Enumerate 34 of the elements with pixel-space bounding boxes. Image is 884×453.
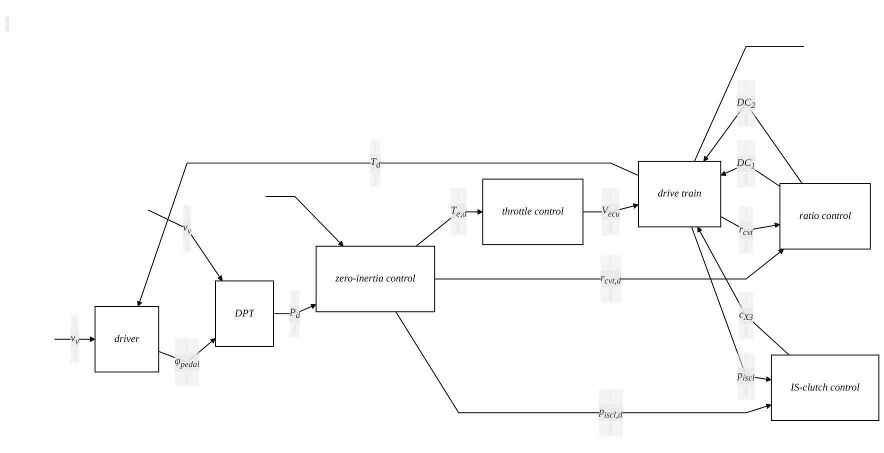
node-box: driver [94, 306, 160, 372]
arrow [137, 162, 639, 307]
edge-label: T$_{e,d}$ [450, 205, 467, 218]
edge-label: p$_{iscl,d}$ [599, 406, 622, 420]
edge-label: p$_{iscl}$ [738, 370, 755, 383]
arrow [265, 196, 344, 247]
edge-label: T$_{d}$ [370, 156, 380, 170]
node-box: DPT [215, 280, 274, 347]
edge-label: V$_{ecu}$ [602, 205, 620, 218]
arrow [395, 311, 772, 414]
edge-label: r$_{cvt}$ [739, 224, 754, 237]
node-box: zero-inertia control [316, 246, 436, 312]
arrow [697, 226, 790, 356]
edge-label: v$_{v}$ [70, 332, 80, 346]
edge-label: c$_{X3}$ [739, 309, 754, 322]
node-box: ratio control [779, 183, 871, 250]
edge-label: v$_{v}$ [182, 222, 192, 236]
edge-label: φ$_{pedal}$ [174, 356, 200, 369]
arrow [720, 216, 780, 231]
node-box: throttle control [482, 178, 584, 246]
arrow [54, 336, 96, 342]
arrow [691, 226, 772, 382]
connector [694, 46, 804, 162]
arrow [582, 203, 639, 212]
node-box: IS-clutch control [770, 354, 880, 422]
edge-label: P$_{d}$ [290, 307, 300, 320]
arrow [416, 209, 483, 247]
node-box: drive train [638, 160, 722, 228]
arrow [148, 209, 223, 282]
edge-label: DC$_{1}$ [736, 157, 756, 170]
arrow [272, 304, 316, 314]
edge-label: r$_{cvt,d}$ [600, 272, 621, 286]
arrow [434, 248, 784, 280]
edge-label: DC$_{2}$ [736, 96, 756, 110]
